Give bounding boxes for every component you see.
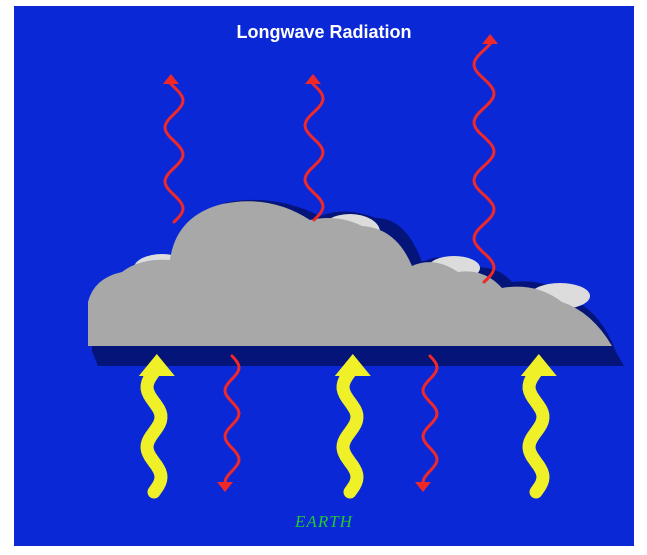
yellow-upward-arrow xyxy=(138,354,175,499)
cloud-icon xyxy=(88,201,612,346)
yellow-upward-arrow xyxy=(520,354,557,499)
red-upward-arrow xyxy=(303,74,325,222)
diagram-svg xyxy=(88,34,624,499)
diagram-canvas: Longwave Radiation EARTH xyxy=(14,6,634,546)
red-downward-arrow xyxy=(217,354,241,492)
yellow-upward-arrow xyxy=(334,354,371,499)
diagram-title: Longwave Radiation xyxy=(236,22,412,42)
red-downward-arrow xyxy=(415,354,439,492)
red-upward-arrow xyxy=(472,34,499,284)
red-upward-arrow xyxy=(162,74,185,224)
earth-label: EARTH xyxy=(295,512,353,531)
